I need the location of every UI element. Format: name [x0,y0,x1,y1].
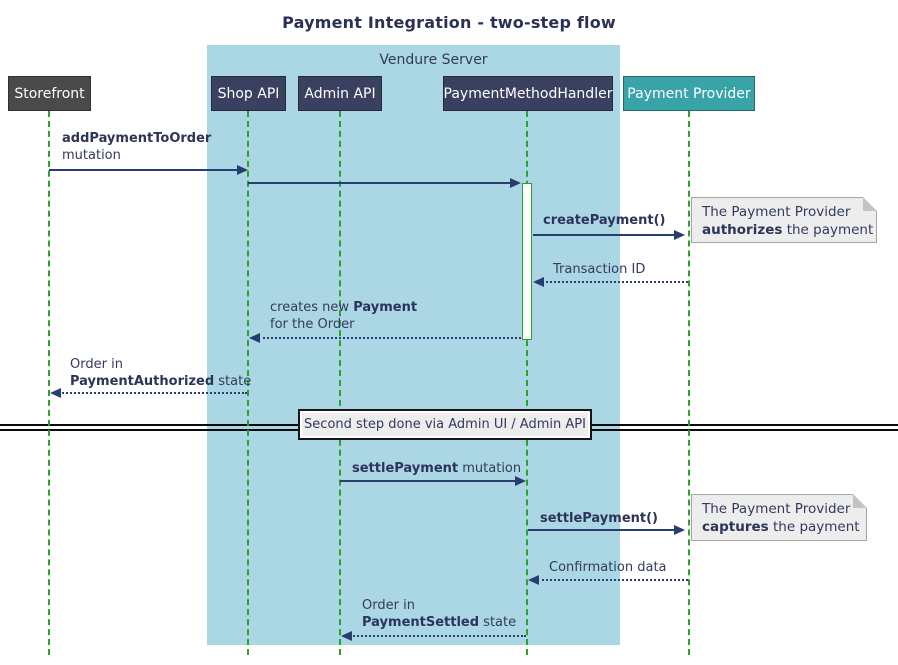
divider: Second step done via Admin UI / Admin AP… [298,409,592,440]
arrowhead-icon [674,230,685,240]
diagram-title: Payment Integration - two-step flow [282,13,616,32]
lifeline-shop-api [247,111,249,655]
participant-shop-api: Shop API [211,76,286,111]
lifeline-payment-provider [688,111,690,655]
participant-payment-method-handler: PaymentMethodHandler [443,76,613,111]
arrow-shop-to-handler [248,182,512,184]
message-label-add-payment-to-order: addPaymentToOrder mutation [62,131,212,163]
activation-bar [522,183,532,340]
message-label-transaction-id: Transaction ID [553,262,646,277]
message-label-confirmation-data: Confirmation data [549,560,667,575]
arrowhead-icon [249,333,260,343]
participant-admin-api: Admin API [298,76,382,111]
arrowhead-icon [237,165,248,175]
lifeline-storefront [48,111,50,655]
arrow-settle-payment-call [528,529,674,531]
arrow-creates-payment [258,337,521,339]
arrowhead-icon [533,277,544,287]
participant-payment-provider: Payment Provider [623,76,755,111]
lifeline-admin-api [339,111,341,655]
arrowhead-icon [50,388,61,398]
arrow-payment-authorized [59,392,247,394]
arrowhead-icon [674,525,685,535]
message-label-settle-payment-call: settlePayment() [540,511,658,526]
divider-label: Second step done via Admin UI / Admin AP… [304,417,586,432]
arrowhead-icon [515,476,526,486]
participant-storefront: Storefront [8,76,91,111]
message-label-payment-settled: Order in PaymentSettled state [362,598,517,630]
lifeline-payment-method-handler [526,111,528,655]
arrow-confirmation-data [537,579,688,581]
note-capture: The Payment Provider captures the paymen… [691,494,867,541]
vendure-server-label: Vendure Server [379,52,488,68]
arrowhead-icon [510,178,521,188]
note-authorize: The Payment Provider authorizes the paym… [691,197,877,243]
message-label-settle-payment-mutation: settlePayment mutation [352,461,522,476]
arrow-add-payment-to-order [49,169,239,171]
message-label-creates-payment: creates new Payment for the Order [270,300,418,332]
arrow-transaction-id [542,281,688,283]
message-label-payment-authorized: Order in PaymentAuthorized state [70,357,252,389]
arrow-create-payment [533,234,674,236]
vendure-server-frame: Vendure Server [207,45,620,645]
arrowhead-icon [341,631,352,641]
message-label-create-payment: createPayment() [543,213,666,228]
arrow-payment-settled [350,635,526,637]
arrowhead-icon [528,575,539,585]
arrow-settle-payment-mutation [340,480,515,482]
